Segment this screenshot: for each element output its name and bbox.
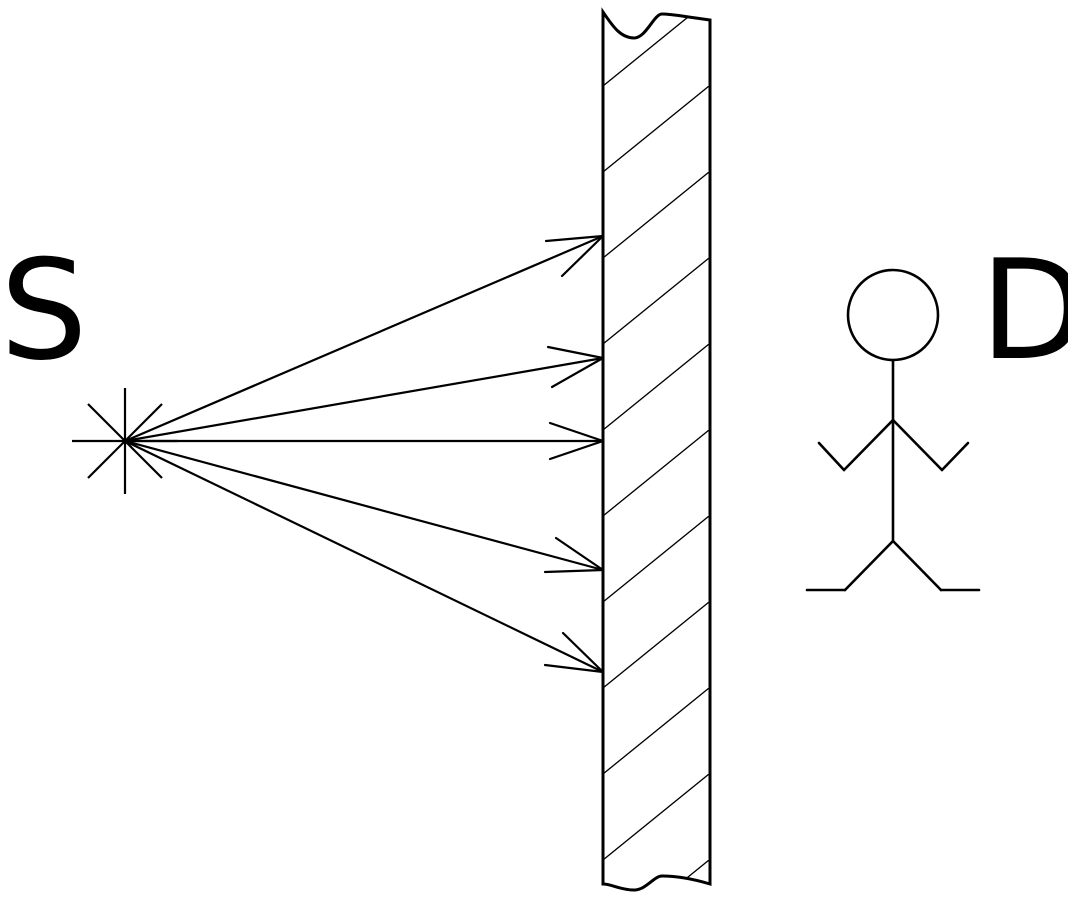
rays [123, 234, 605, 674]
ray-5 [123, 439, 605, 674]
arrowhead [561, 631, 605, 674]
wall [601, 7, 712, 892]
wall-outline [601, 7, 712, 892]
ray-1 [123, 234, 605, 443]
arrowhead [560, 234, 605, 278]
person-head [846, 268, 940, 362]
source-label: S [0, 230, 88, 391]
arrowhead [544, 234, 605, 243]
arrowhead [543, 663, 605, 674]
ray-3 [123, 421, 605, 461]
arrowhead [548, 439, 605, 461]
arrowhead [550, 356, 605, 389]
arrowhead [548, 421, 605, 443]
arrowhead [546, 345, 605, 360]
ray-4 [123, 439, 605, 574]
ray-2 [123, 345, 605, 443]
detector-label: D [980, 230, 1068, 391]
detector-person-icon [805, 268, 981, 592]
arrowhead [543, 568, 605, 574]
arrowhead [554, 536, 605, 572]
